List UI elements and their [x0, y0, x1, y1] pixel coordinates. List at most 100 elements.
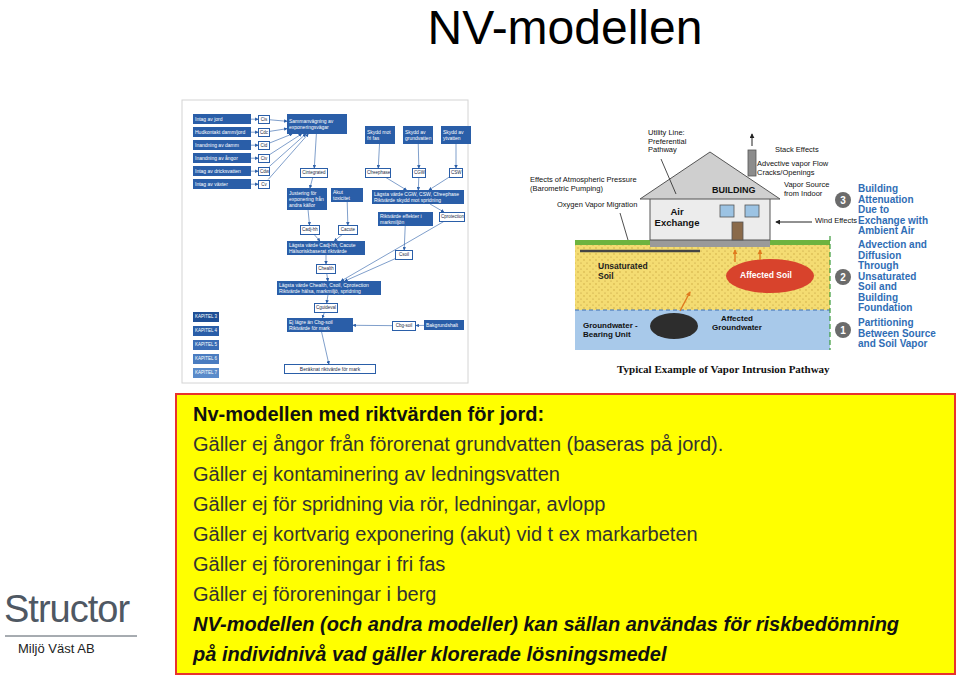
callout-number: 1	[836, 325, 850, 336]
connector-arrow	[386, 178, 407, 191]
leader-line	[620, 213, 628, 240]
vapor-arrow	[734, 250, 735, 262]
node-text: Cbg-soil	[394, 323, 414, 329]
node-text: Ej lägre än Cbg-soil	[289, 319, 351, 325]
legend-text: KAPITEL 7	[193, 368, 219, 378]
node-text: CGW	[414, 170, 424, 176]
node-text: Justering för exponering från andra käll…	[289, 190, 325, 208]
pathway-box: Inandning av damm	[193, 140, 251, 150]
connector-arrow	[416, 325, 424, 326]
legend-item: KAPITEL 3	[193, 312, 219, 322]
connector-arrow	[418, 178, 420, 191]
legend-item: KAPITEL 7	[193, 368, 219, 378]
node-text: Akut toxicitet	[333, 189, 361, 201]
step-label: Advection and Diffusion Through Unsatura…	[858, 240, 932, 314]
value-box: Cadj-hh	[300, 225, 320, 235]
callout-label: Effects of Atmospheric Pressure (Baromet…	[530, 176, 660, 193]
node-text: Intag av dricksvatten	[195, 168, 249, 174]
affected-groundwater	[650, 313, 698, 339]
connector-arrow	[269, 134, 305, 167]
value-box: Cguideval	[314, 303, 338, 313]
node-text: Cdc	[260, 130, 268, 136]
legend-text: KAPITEL 5	[193, 340, 219, 350]
stack-arrow	[752, 134, 753, 146]
chimney	[748, 150, 756, 176]
node-text: Beräknat riktvärde för mark	[287, 366, 373, 372]
connector-arrow	[326, 255, 327, 264]
legend-item: KAPITEL 5	[193, 340, 219, 350]
node-text: Bakgrundshalt	[426, 322, 462, 328]
legend-item: KAPITEL 4	[193, 326, 219, 336]
image-frame	[182, 100, 468, 383]
node-text: Riktvärde skydd mot spridning	[374, 197, 462, 203]
node-text: CSW	[451, 170, 461, 176]
node-text: Cis	[260, 117, 268, 123]
figure-caption: Typical Example of Vapor Intrusion Pathw…	[617, 363, 830, 375]
connector-arrow	[404, 226, 405, 250]
node-text: Sammanvägning av exponeringsvägar	[289, 118, 345, 130]
connector-arrow	[310, 178, 313, 189]
node-text: NV-modellen (och andra modeller) kan säl…	[193, 609, 913, 669]
unsaturated-soil	[575, 245, 830, 310]
groundwater-layer	[575, 310, 830, 350]
window	[720, 205, 734, 217]
slide-title: NV-modellen	[390, 0, 740, 56]
callout-label: Vapor Source from Indoor	[784, 181, 834, 198]
process-box: Lägsta värde Cadj-hh, CacuteHälsoriskbas…	[287, 241, 365, 255]
node-text: Intag av jord	[195, 116, 249, 122]
layer-label: Groundwater -Bearing Unit	[583, 321, 641, 339]
node-text: Hälsoriskbaserat riktvärde	[289, 248, 363, 254]
value-box: Cid	[258, 141, 270, 151]
node-text: Gäller ej föroreningar i fri fas	[193, 549, 938, 579]
callout-label: Oxygen Vapor Migration	[557, 201, 637, 210]
leader-line	[661, 159, 676, 194]
window	[745, 205, 759, 217]
water-table	[575, 310, 830, 311]
node-text: Cdw	[260, 169, 268, 175]
node-text: Gäller ej föroreningar i berg	[193, 579, 938, 609]
step-label: Partitioning Between Source and Soil Vap…	[858, 318, 942, 350]
node-text: Civ	[260, 156, 268, 162]
value-box: Civ	[258, 154, 270, 164]
node-text: Cv	[260, 182, 268, 188]
value-box: Cbg-soil	[392, 321, 416, 331]
connector-arrow	[251, 184, 258, 185]
step-label: Building Attenuation Due to Exchange wit…	[858, 184, 932, 237]
pathway-box: Inandning av ångor	[193, 153, 251, 163]
node-text: Inandning av damm	[195, 142, 249, 148]
house-wall	[650, 196, 770, 240]
node-text: Lägsta värde Chealth, Csoil, Cprotection	[279, 282, 379, 288]
note-box: Nv-modellen med riktvärden för jord:Gäll…	[175, 393, 956, 675]
node-text: Riktvärde för mark	[289, 325, 351, 331]
node-text: Lägsta värde CGW, CSW, Cfreephase	[374, 191, 462, 197]
affected-soil	[726, 259, 814, 293]
node-text: Gäller ej ångor från förorenat grundvatt…	[193, 429, 938, 459]
zone-label: Affected Groundwater	[704, 314, 770, 332]
connector-arrow	[327, 295, 328, 303]
value-box: Cintegrated	[300, 168, 328, 178]
node-text: Cintegrated	[302, 170, 326, 176]
logo-rule	[5, 636, 137, 637]
process-box: Riktvärde effekter i markmiljön	[378, 212, 433, 226]
process-box: Lägsta värde Chealth, Csoil, Cprotection…	[277, 281, 381, 295]
connector-arrow	[327, 274, 328, 282]
door	[732, 222, 743, 240]
pathway-box: Intag av växter	[193, 179, 251, 189]
logo-subtext: Miljö Väst AB	[18, 641, 95, 656]
callout-circle	[835, 192, 851, 208]
wind-arrow	[776, 222, 812, 223]
boundary-line	[829, 236, 830, 350]
connector-arrow	[314, 134, 316, 168]
layer-label: Unsaturated Soil	[598, 262, 658, 281]
value-box: Cfreephase	[365, 168, 391, 178]
callout-circle	[835, 322, 851, 338]
connector-arrow	[251, 145, 258, 146]
legend-item: KAPITEL 6	[193, 354, 219, 364]
process-box: Skydd mot fri fas	[365, 126, 395, 144]
connector-arrow	[270, 134, 292, 143]
connector-arrow	[308, 210, 309, 225]
value-box: Cdc	[258, 128, 270, 138]
callout-circle	[835, 269, 851, 285]
callout-number: 2	[836, 272, 850, 283]
node-text: Gäller ej kontaminering av ledningsvatte…	[193, 459, 938, 489]
